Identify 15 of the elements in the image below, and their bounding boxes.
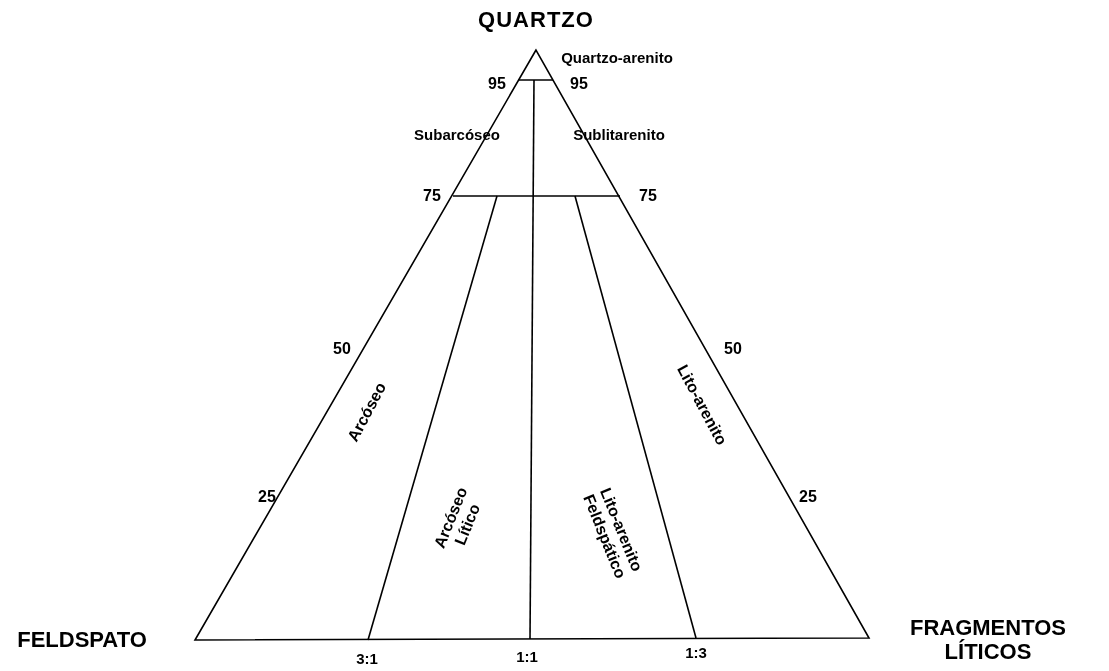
vertex-label: QUARTZO (478, 7, 594, 33)
scale-value: 25 (258, 488, 276, 506)
ratio-label: 3:1 (356, 650, 378, 668)
field-label: Quartzo-arenito (561, 49, 673, 67)
scale-value: 50 (333, 340, 351, 358)
ratio-label: 1:3 (685, 644, 707, 662)
scale-value: 50 (724, 340, 742, 358)
scale-value: 75 (639, 187, 657, 205)
vertex-label: FRAGMENTOS LÍTICOS (908, 615, 1067, 665)
scale-value: 75 (423, 187, 441, 205)
scale-value: 95 (488, 75, 506, 93)
scale-value: 95 (570, 75, 588, 93)
scale-value: 25 (799, 488, 817, 506)
ratio-label: 1:1 (516, 648, 538, 666)
vertex-label: FELDSPATO (17, 627, 147, 653)
